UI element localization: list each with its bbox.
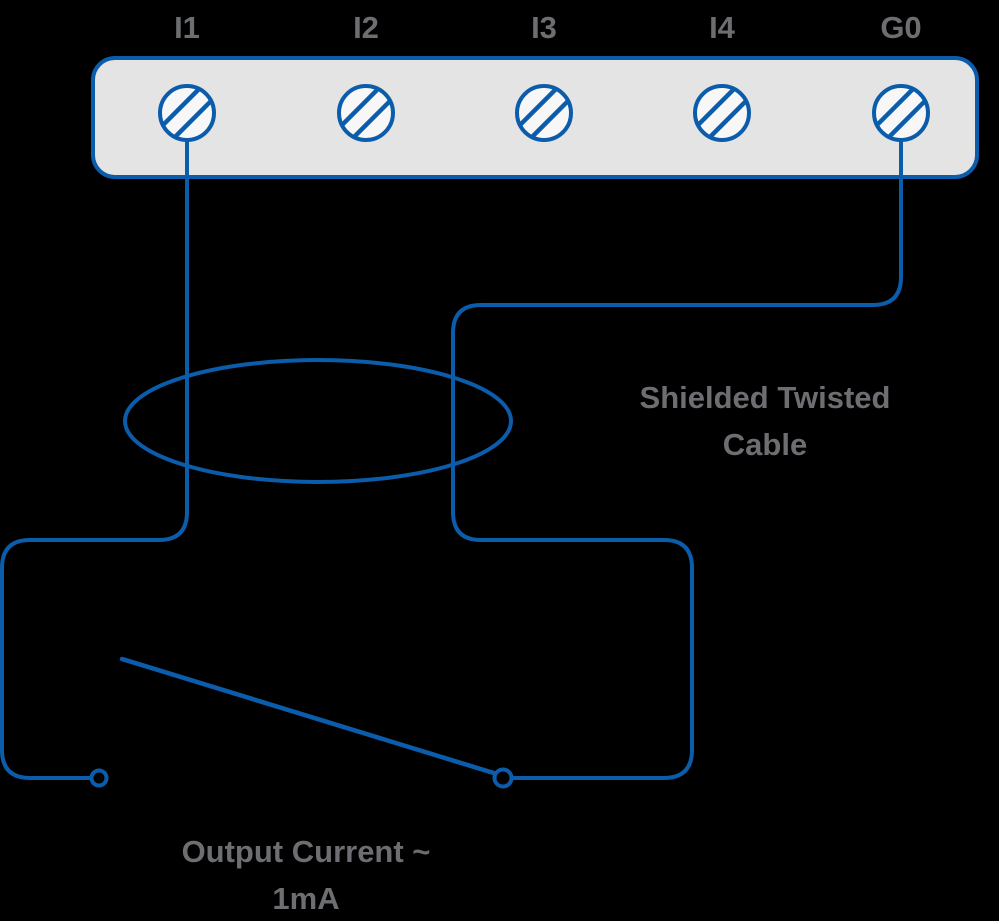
terminal-label-G0: G0 [880,10,921,45]
screw-icon [693,84,751,142]
screw-icon [872,84,930,142]
wire-g0-to-switch [451,111,903,780]
switch-right-contact-icon[interactable] [492,767,514,789]
terminal-label-I1: I1 [174,10,200,45]
terminal-label-I4: I4 [709,10,736,45]
screw-icon [158,84,216,142]
terminal-I4[interactable] [692,83,752,143]
screw-icon [515,84,573,142]
switch-left-contact-icon[interactable] [89,768,109,788]
shielded-cable-label-line2: Cable [723,427,807,462]
terminal-label-I2: I2 [353,10,379,45]
output-current-label-line2: 1mA [272,881,339,916]
terminal-label-I3: I3 [531,10,557,45]
output-current-label-line1: Output Current ~ [182,834,431,869]
screw-slot-hatch [339,86,393,140]
terminal-G0[interactable] [871,83,931,143]
screw-slot-hatch [517,86,571,140]
shielded-cable-label-line1: Shielded Twisted [640,380,891,415]
screw-slot-hatch [874,86,928,140]
terminal-I3[interactable] [514,83,574,143]
screw-slot-hatch [695,86,749,140]
screw-slot-hatch [160,86,214,140]
terminal-I1[interactable] [157,83,217,143]
twisted-pair-ellipse-icon [123,358,513,484]
terminal-I2[interactable] [336,83,396,143]
wire-i1-to-switch [0,111,189,780]
screw-icon [337,84,395,142]
switch-lever[interactable] [119,656,500,777]
